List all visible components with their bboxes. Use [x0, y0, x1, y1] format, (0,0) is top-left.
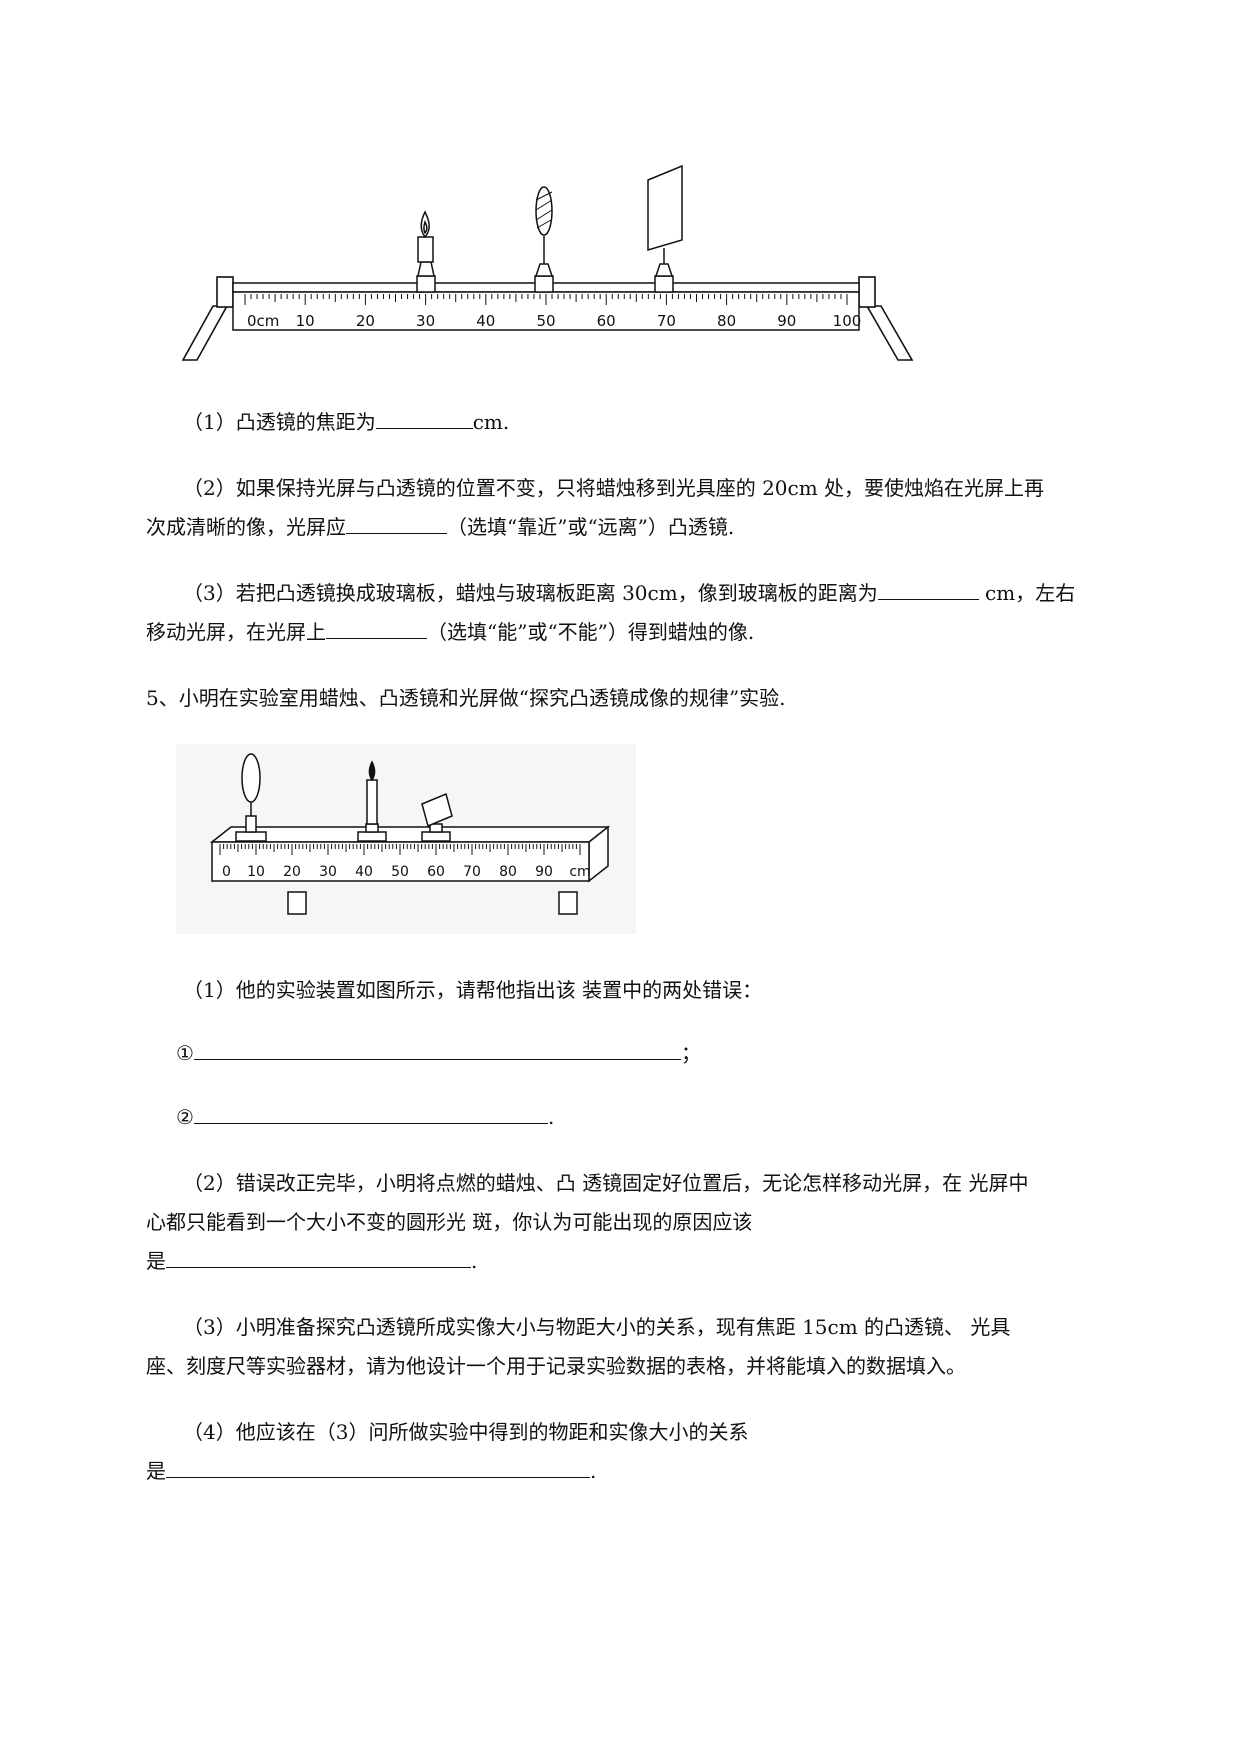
q5-title: 5、小明在实验室用蜡烛、凸透镜和光屏做“探究凸透镜成像的规律”实验.	[146, 686, 786, 710]
screen-fig2	[421, 792, 453, 842]
q4-part3-unit: cm，左右	[978, 581, 1076, 605]
ruler-tick-label: 60	[597, 312, 616, 330]
q5-part1: （1）他的实验装置如图所示，请帮他指出该 装置中的两处错误：	[183, 978, 763, 1002]
ruler-tick-label: 70	[657, 312, 676, 330]
ruler-labels: 0cm 10 20 30 40 50 60 70 80 90 100	[247, 312, 861, 330]
answer-b-prefix: ②	[176, 1105, 194, 1129]
q5-part2-is: 是	[146, 1249, 166, 1273]
bench-right-leg	[865, 305, 914, 361]
q4-part3-suffix: （选填“能”或“不能”）得到蜡烛的像.	[427, 620, 755, 644]
answer-blank-image-distance[interactable]	[877, 579, 979, 600]
answer-blank-focal-length[interactable]	[375, 408, 473, 429]
bench2-left-leg	[287, 891, 307, 915]
q4-part1: （1）凸透镜的焦距为 cm.	[183, 408, 509, 436]
q5-part2-line1: （2）错误改正完毕，小明将点燃的蜡烛、凸 透镜固定好位置后，无论怎样移动光屏，在…	[183, 1171, 1029, 1195]
bench-right-end	[858, 276, 876, 308]
bench-ruler	[232, 291, 860, 331]
q5-part4-period: .	[590, 1459, 597, 1483]
q5-part3-line1: （3）小明准备探究凸透镜所成实像大小与物距大小的关系，现有焦距 15cm 的凸透…	[183, 1315, 1011, 1339]
answer-blank-relationship[interactable]	[166, 1457, 590, 1478]
ruler-tick-label: 80	[717, 312, 736, 330]
ruler-tick-label: cm	[569, 864, 590, 880]
ruler-tick-label: 90	[777, 312, 796, 330]
ruler-tick-label: 100	[833, 312, 862, 330]
ruler-tick-label: 30	[319, 864, 337, 880]
optical-bench-figure-1: 0cm 10 20 30 40 50 60 70 80 90 100	[181, 164, 914, 361]
q4-part2-line2: 次成清晰的像，光屏应 （选填“靠近”或“远离”）凸透镜.	[146, 513, 734, 541]
q4-part2-text: 次成清晰的像，光屏应	[146, 515, 346, 539]
q4-part3-line1: （3）若把凸透镜换成玻璃板，蜡烛与玻璃板距离 30cm，像到玻璃板的距离为 cm…	[183, 579, 1075, 607]
ruler-tick-label: 90	[535, 864, 553, 880]
q4-part1-unit: cm.	[472, 410, 510, 434]
candle	[416, 210, 436, 293]
q5-part1-answer-a: ①；	[176, 1039, 701, 1067]
answer-blank-error-2[interactable]	[193, 1103, 548, 1124]
answer-blank-reason[interactable]	[166, 1247, 471, 1268]
optical-bench-figure-2: 0 10 20 30 40 50 60 70 80 90 cm	[176, 744, 636, 934]
bench-left-leg	[181, 305, 229, 361]
ruler2-labels: 0 10 20 30 40 50 60 70 80 90 cm	[222, 864, 591, 880]
ruler-tick-label: 20	[356, 312, 375, 330]
ruler-tick-label: 80	[499, 864, 517, 880]
ruler-tick-label: 0	[222, 864, 231, 880]
q5-part2-period: .	[471, 1249, 478, 1273]
ruler-tick-label: 50	[391, 864, 409, 880]
q5-part2-line2: 心都只能看到一个大小不变的圆形光 斑，你认为可能出现的原因应该	[146, 1210, 753, 1234]
q4-part3-text: （3）若把凸透镜换成玻璃板，蜡烛与玻璃板距离 30cm，像到玻璃板的距离为	[183, 581, 878, 605]
q5-part4-line2: 是.	[146, 1457, 596, 1485]
ruler-tick-label: 40	[476, 312, 495, 330]
light-screen	[647, 164, 683, 293]
answer-blank-error-1[interactable]	[193, 1039, 681, 1060]
q5-part3-line2: 座、刻度尺等实验器材，请为他设计一个用于记录实验数据的表格，并将能填入的数据填入…	[146, 1354, 966, 1378]
q5-part4-line1: （4）他应该在（3）问所做实验中得到的物距和实像大小的关系	[183, 1420, 749, 1444]
q4-part2-line1: （2）如果保持光屏与凸透镜的位置不变，只将蜡烛移到光具座的 20cm 处，要使烛…	[183, 476, 1045, 500]
ruler-tick-label: 40	[355, 864, 373, 880]
answer-blank-screen-direction[interactable]	[346, 513, 447, 534]
bench2-top	[209, 826, 611, 843]
bench2-right-leg	[558, 891, 578, 915]
ruler-tick-label: 50	[536, 312, 555, 330]
ruler2-ticks	[219, 844, 581, 855]
bench-left-end	[216, 276, 234, 308]
answer-a-prefix: ①	[176, 1041, 194, 1065]
q5-part1-answer-b: ②.	[176, 1103, 554, 1131]
q4-part3-text2: 移动光屏，在光屏上	[146, 620, 326, 644]
q4-part1-text: （1）凸透镜的焦距为	[183, 410, 376, 434]
ruler-tick-label: 0cm	[247, 312, 279, 330]
ruler-tick-label: 30	[416, 312, 435, 330]
candle-fig2	[357, 760, 387, 842]
q5-part4-is: 是	[146, 1459, 166, 1483]
ruler-tick-label: 70	[463, 864, 481, 880]
ruler-tick-label: 10	[296, 312, 315, 330]
convex-lens	[534, 186, 554, 293]
ruler-tick-label: 10	[247, 864, 265, 880]
q4-part2-suffix: （选填“靠近”或“远离”）凸透镜.	[447, 515, 735, 539]
q4-part3-line2: 移动光屏，在光屏上 （选填“能”或“不能”）得到蜡烛的像.	[146, 618, 754, 646]
answer-b-suffix: .	[547, 1105, 555, 1129]
answer-blank-can-get-image[interactable]	[326, 618, 427, 639]
ruler-tick-label: 20	[283, 864, 301, 880]
lens-fig2	[235, 753, 267, 842]
answer-a-suffix: ；	[680, 1041, 701, 1065]
ruler-tick-label: 60	[427, 864, 445, 880]
ruler-ticks	[244, 294, 848, 305]
q5-part2-line3: 是.	[146, 1247, 477, 1275]
